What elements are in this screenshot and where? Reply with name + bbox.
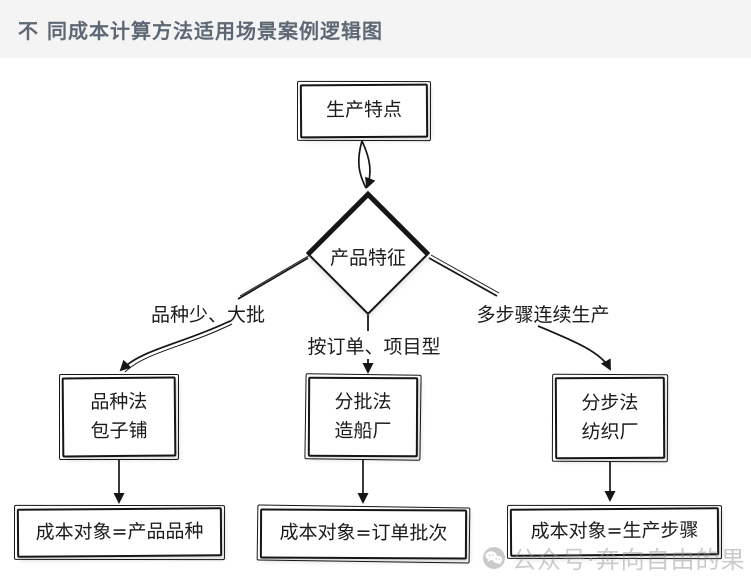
branch-label-middle: 按订单、项目型	[307, 336, 441, 358]
method-name: 分批法	[334, 390, 392, 413]
watermark-text: 公众号·奔向自由的果	[512, 546, 746, 574]
watermark: 公众号·奔向自由的果	[482, 540, 746, 575]
node-method-variety: 品种法 包子铺	[61, 376, 177, 458]
title-bar: 不 同成本计算方法适用场景案例逻辑图	[0, 0, 751, 58]
method-example: 包子铺	[90, 419, 148, 443]
node-label: 成本对象=订单批次	[279, 521, 448, 545]
branch-label-left: 品种少、大批	[150, 304, 265, 326]
method-name: 品种法	[90, 390, 148, 413]
node-method-batch: 分批法 造船厂	[307, 376, 419, 458]
page-title: 不 同成本计算方法适用场景案例逻辑图	[18, 18, 383, 43]
branch-label-right: 多步骤连续生产	[476, 304, 610, 326]
method-example: 纺织厂	[581, 420, 639, 444]
node-label: 成本对象=产品品种	[35, 520, 204, 544]
node-production-characteristics: 生产特点	[299, 83, 429, 139]
node-label: 分批法 造船厂	[334, 387, 391, 446]
wechat-icon	[483, 546, 505, 569]
node-label: 生产特点	[325, 99, 403, 122]
node-label: 品种法 包子铺	[90, 387, 148, 446]
node-method-step: 分步法 纺织厂	[554, 376, 666, 460]
node-cost-object-order: 成本对象=订单批次	[259, 508, 468, 560]
node-label: 分步法 纺织厂	[581, 388, 638, 447]
method-name: 分步法	[581, 391, 639, 414]
decision-diamond-label: 产品特征	[329, 247, 406, 269]
method-example: 造船厂	[334, 419, 392, 443]
node-cost-object-variety: 成本对象=产品品种	[16, 507, 223, 558]
